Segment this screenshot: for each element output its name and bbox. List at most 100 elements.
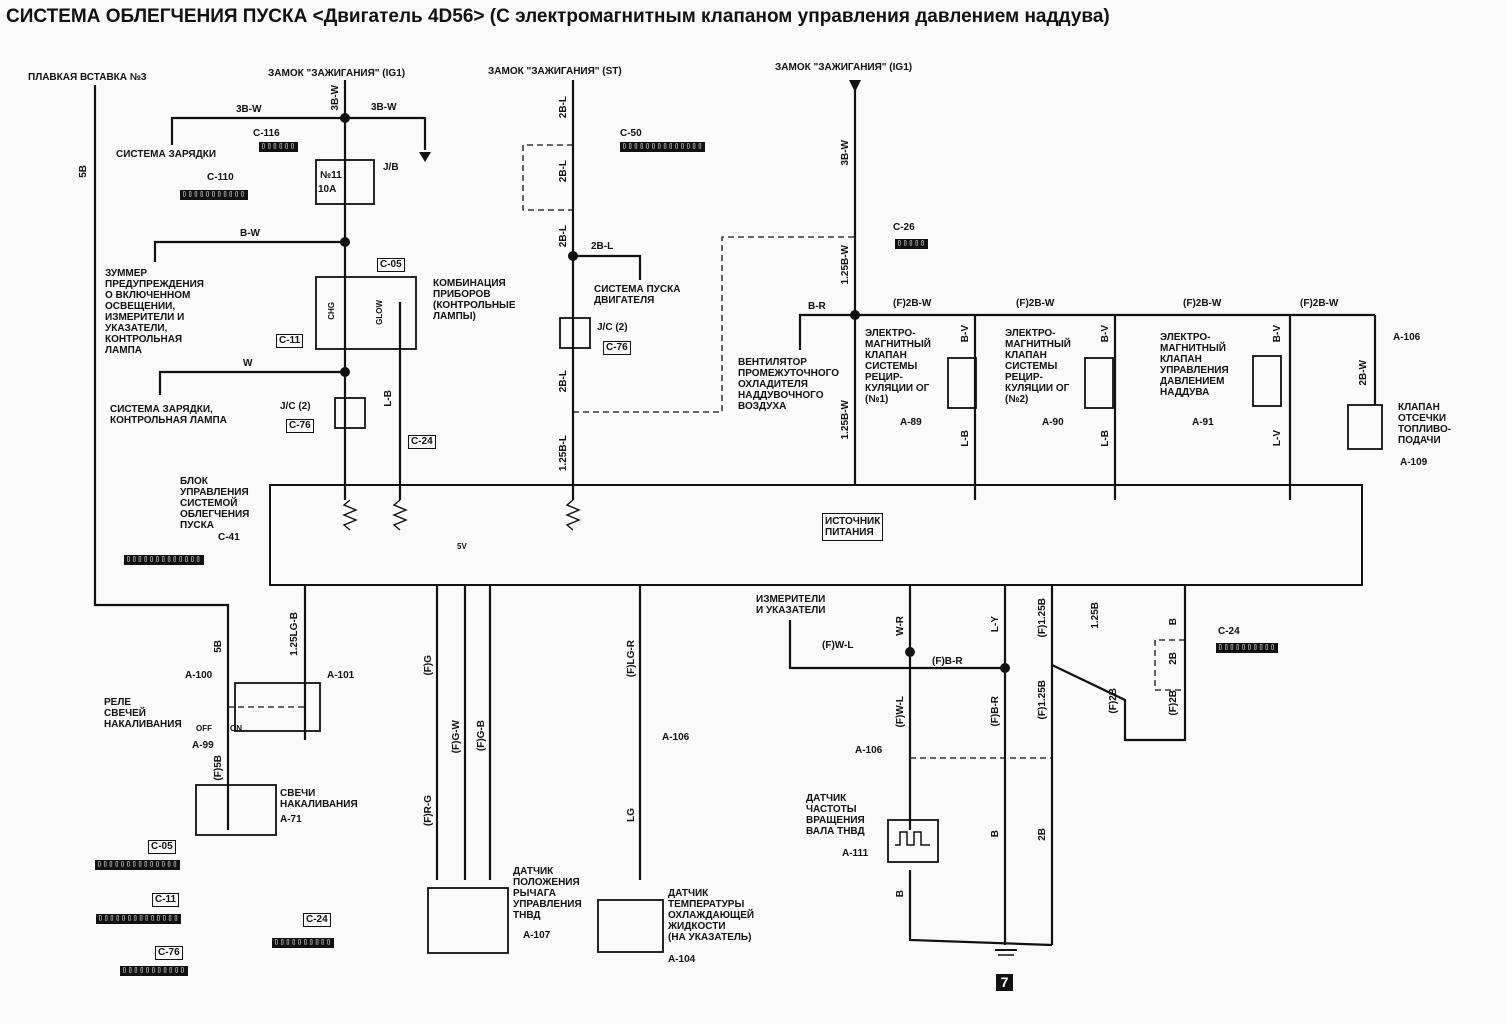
conn-c24b-tag: C-24: [303, 913, 331, 927]
wire-label-5b: 5B: [78, 165, 89, 178]
wire-label-frg: (F)R-G: [423, 795, 434, 827]
wire-label-fwl-a: (F)W-L: [822, 640, 854, 651]
wire-label-2bw: 2B-W: [1358, 360, 1369, 386]
wire-label-125bw: 1.25B-W: [840, 245, 851, 285]
wire-label-fbr-a: (F)B-R: [932, 656, 963, 667]
wire-label-bv-c: B-V: [1272, 325, 1283, 343]
jb-label: J/B: [383, 162, 399, 173]
conn-c05-tag: C-05: [377, 258, 405, 272]
conn-c11-tag: C-11: [276, 334, 304, 348]
connector-c05-body: ▯▯▯▯▯▯▯▯▯▯▯▯▯▯: [95, 860, 181, 870]
wire-label-lb-b: L-B: [960, 430, 971, 447]
wire-label-2bl-b: 2B-L: [558, 160, 569, 183]
relay-on-label: ON: [230, 724, 242, 733]
conn-a89: A-89: [900, 417, 922, 428]
egr-valve2-label: ЭЛЕКТРО- МАГНИТНЫЙ КЛАПАН СИСТЕМЫ РЕЦИР-…: [1005, 328, 1071, 405]
jc2a-label: J/C (2): [280, 401, 311, 412]
wire-label-b: B: [1168, 618, 1179, 626]
charging-system-label: СИСТЕМА ЗАРЯДКИ: [116, 149, 216, 160]
conn-a111: A-111: [842, 848, 869, 859]
wire-label-125bl: 1.25B-L: [558, 435, 569, 472]
control-unit-label: БЛОК УПРАВЛЕНИЯ СИСТЕМОЙ ОБЛЕГЧЕНИЯ ПУСК…: [180, 476, 250, 531]
wire-label-2bl-a: 2B-L: [558, 96, 569, 119]
wire-label-wr: W-R: [895, 616, 906, 636]
connector-c24-body: ▯▯▯▯▯▯▯▯▯▯: [1216, 643, 1279, 653]
wire-label-5b-b: 5B: [213, 640, 224, 653]
wire-label-f5b: (F)5B: [213, 755, 224, 781]
wire-label-b-b: B: [990, 830, 1001, 838]
ign-ig1b-label: ЗАМОК "ЗАЖИГАНИЯ" (IG1): [775, 62, 913, 73]
conn-a90: A-90: [1042, 417, 1064, 428]
boost-valve-label: ЭЛЕКТРО- МАГНИТНЫЙ КЛАПАН УПРАВЛЕНИЯ ДАВ…: [1160, 332, 1229, 398]
connector-c76-body: ▯▯▯▯▯▯▯▯▯▯▯: [120, 966, 188, 976]
connector-c110-body: ▯▯▯▯▯▯▯▯▯▯▯: [180, 190, 248, 200]
wire-label-fbr-b: (F)B-R: [990, 696, 1001, 727]
wire-label-f125b-a: (F)1.25B: [1037, 598, 1048, 638]
conn-c76-tag: C-76: [286, 419, 314, 433]
wire-label-2b-b: 2B: [1037, 828, 1048, 841]
conn-c11b-tag: C-11: [152, 893, 180, 907]
wire-label-f2bw-d: (F)2B-W: [1300, 298, 1339, 309]
conn-c116: C-116: [253, 128, 280, 139]
wire-label-2bl-e: 2B-L: [558, 370, 569, 393]
wire-label-125lgb: 1.25LG-B: [289, 612, 300, 656]
charging-lamp-label: СИСТЕМА ЗАРЯДКИ, КОНТРОЛЬНАЯ ЛАМПА: [110, 404, 227, 426]
wire-label-ly: L-Y: [990, 616, 1001, 633]
fuse-10a-label: 10A: [318, 184, 337, 195]
conn-a107: A-107: [523, 930, 551, 941]
ground-reference-badge: 7: [996, 974, 1013, 991]
buzzer-label: ЗУММЕР ПРЕДУПРЕЖДЕНИЯ О ВКЛЮЧЕННОМ ОСВЕЩ…: [105, 268, 204, 356]
wire-label-f2bw-a: (F)2B-W: [893, 298, 932, 309]
gauges-label: ИЗМЕРИТЕЛИ И УКАЗАТЕЛИ: [756, 594, 826, 616]
wire-label-fwl-b: (F)W-L: [895, 696, 906, 728]
lever-sensor-label: ДАТЧИК ПОЛОЖЕНИЯ РЫЧАГА УПРАВЛЕНИЯ ТНВД: [513, 866, 582, 921]
coolant-sensor-label: ДАТЧИК ТЕМПЕРАТУРЫ ОХЛАЖДАЮЩЕЙ ЖИДКОСТИ …: [668, 888, 755, 943]
glow-label: GLOW: [375, 300, 384, 325]
conn-a99: A-99: [192, 740, 214, 751]
conn-a91: A-91: [1192, 417, 1214, 428]
conn-c05b-tag: C-05: [148, 840, 176, 854]
power-source-label: ИСТОЧНИК ПИТАНИЯ: [822, 513, 884, 541]
wire-label-lg: LG: [626, 808, 637, 822]
jc2b-label: J/C (2): [597, 322, 628, 333]
connector-c41-body: ▯▯▯▯▯▯▯▯▯▯▯▯▯: [124, 555, 204, 565]
wire-label-f2b-b: (F)2B: [1168, 690, 1179, 716]
connector-c26-body: ▯▯▯▯▯: [895, 239, 929, 249]
fuse3-label: ПЛАВКАЯ ВСТАВКА №3: [28, 72, 147, 83]
conn-c41: C-41: [218, 532, 240, 543]
ign-ig1-label: ЗАМОК "ЗАЖИГАНИЯ" (IG1): [268, 68, 406, 79]
conn-a100: A-100: [185, 670, 213, 681]
wire-label-lb-c: L-B: [1100, 430, 1111, 447]
conn-c76b-tag: C-76: [603, 341, 631, 355]
conn-a106: A-106: [1393, 332, 1421, 343]
chg-label: CHG: [327, 302, 336, 320]
wire-label-f2bw-c: (F)2B-W: [1183, 298, 1222, 309]
conn-c110: C-110: [207, 172, 234, 183]
wire-label-b-c: B: [895, 890, 906, 898]
wire-label-flgr: (F)LG-R: [626, 640, 637, 678]
wire-label-fgb: (F)G-B: [476, 720, 487, 752]
wire-label-5v: 5V: [457, 542, 467, 551]
speed-sensor-label: ДАТЧИК ЧАСТОТЫ ВРАЩЕНИЯ ВАЛА ТНВД: [806, 793, 865, 837]
fuel-cut-valve-label: КЛАПАН ОТСЕЧКИ ТОПЛИВО- ПОДАЧИ: [1398, 402, 1452, 446]
start-system-label: СИСТЕМА ПУСКА ДВИГАТЕЛЯ: [594, 284, 681, 306]
wire-label-bw: B-W: [240, 228, 260, 239]
glow-relay-label: РЕЛЕ СВЕЧЕЙ НАКАЛИВАНИЯ: [104, 697, 182, 730]
conn-c24c: C-24: [1218, 626, 1240, 637]
wire-label-3bw-d: 3B-W: [840, 140, 851, 166]
wire-label-3bw-c: 3B-W: [371, 102, 397, 113]
connector-c11-body: ▯▯▯▯▯▯▯▯▯▯▯▯▯▯: [96, 914, 182, 924]
conn-a109: A-109: [1400, 457, 1428, 468]
wire-label-lv: L-V: [1272, 430, 1283, 447]
connector-c50-body: ▯▯▯▯▯▯▯▯▯▯▯▯▯▯: [620, 142, 706, 152]
conn-c76c-tag: C-76: [155, 946, 183, 960]
ign-st-label: ЗАМОК "ЗАЖИГАНИЯ" (ST): [488, 66, 622, 77]
wire-label-f125b-b: (F)1.25B: [1037, 680, 1048, 720]
conn-c50: C-50: [620, 128, 642, 139]
fuse-no11-label: №11: [320, 170, 342, 181]
conn-a104: A-104: [668, 954, 696, 965]
wire-label-3bw-a: 3B-W: [330, 85, 341, 111]
wire-label-f2b: (F)2B: [1108, 688, 1119, 714]
wire-label-125b: 1.25B: [1090, 602, 1101, 629]
